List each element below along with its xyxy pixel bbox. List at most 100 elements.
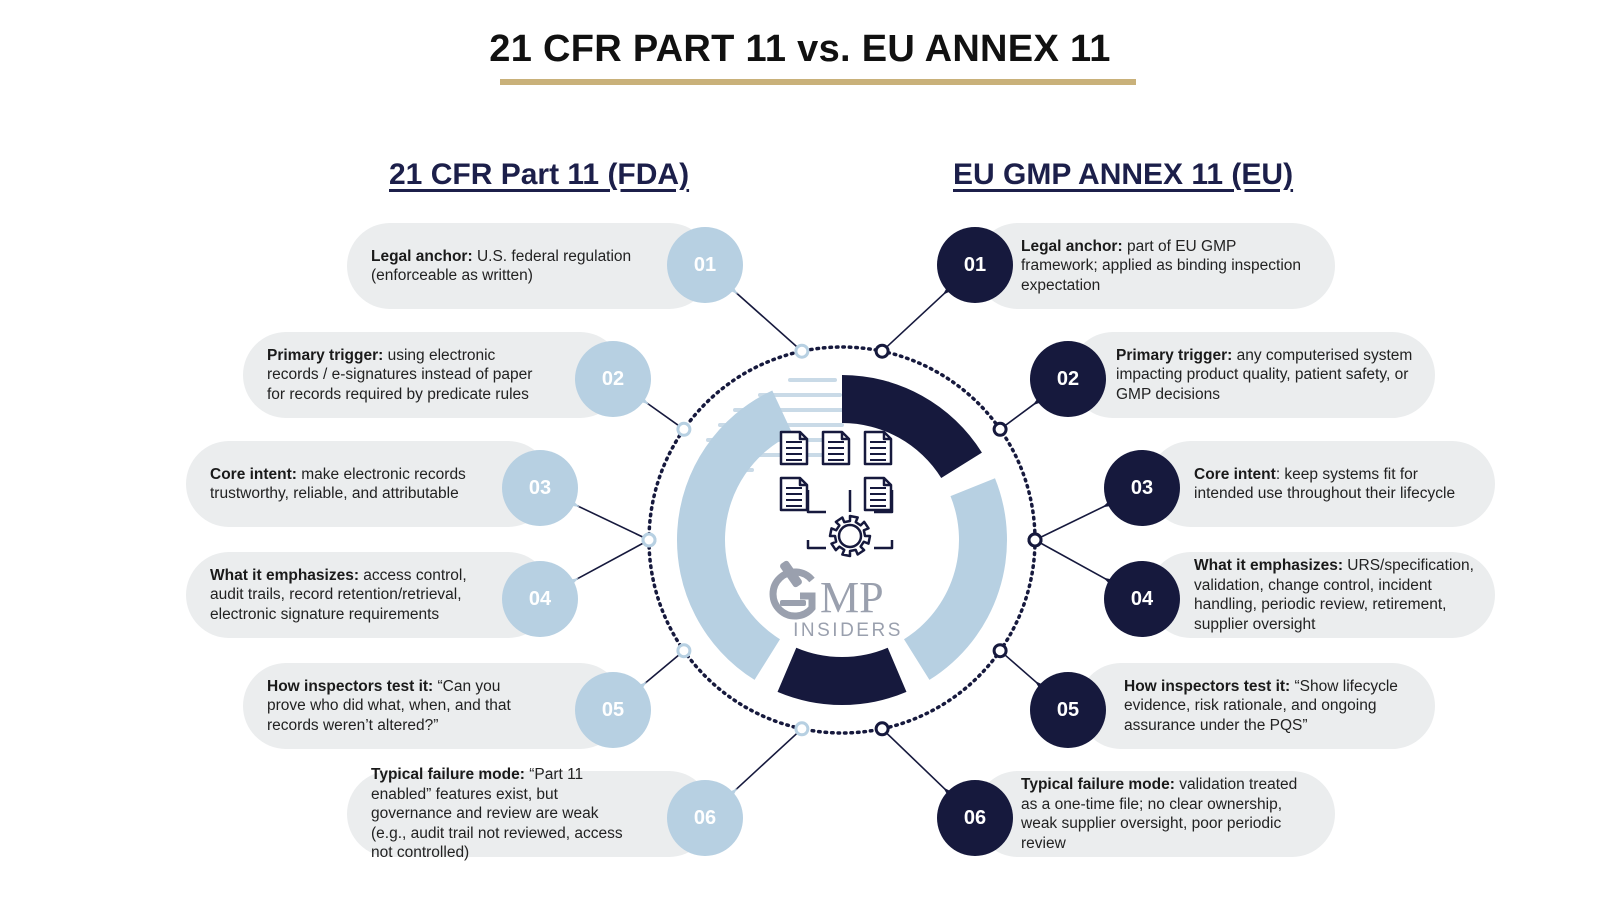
item-description: part of EU GMP framework; applied as bin… (1021, 237, 1302, 294)
left-item-02-text: Primary trigger: using electronic record… (267, 346, 543, 405)
left-item-06-text: Typical failure mode: “Part 11 enabled” … (371, 765, 632, 863)
right-item-05-badge: 05 (1030, 672, 1106, 748)
left-connector-04 (574, 539, 650, 581)
right-item-03-text: Core intent: keep systems fit for intend… (1194, 465, 1477, 504)
ring-nodes (641, 343, 1043, 737)
item-description: using electronic records / e-signatures … (267, 346, 533, 403)
right-item-04-text: What it emphasizes: URS/specification, v… (1194, 556, 1477, 634)
left-item-05-card: How inspectors test it: “Can you prove w… (243, 663, 623, 749)
item-description: : keep systems fit for intended use thro… (1194, 465, 1456, 503)
item-description: access control, audit trails, record ret… (210, 566, 467, 623)
right-connector-03 (1034, 504, 1107, 541)
left-item-03-badge: 03 (502, 450, 578, 526)
item-label: Primary trigger: (267, 346, 384, 364)
right-item-01-text: Legal anchor: part of EU GMP framework; … (1021, 237, 1317, 296)
item-description: validation treated as a one-time file; n… (1021, 776, 1298, 852)
right-connector-06 (881, 728, 947, 791)
left-connector-06 (733, 728, 803, 792)
right-ring-node-05 (992, 643, 1008, 659)
right-item-05-text: How inspectors test it: “Show lifecycle … (1124, 677, 1417, 736)
documents-gear-icon (779, 430, 894, 558)
brand-sub-text: INSIDERS (793, 620, 903, 641)
left-item-03-card: Core intent: make electronic records tru… (186, 441, 551, 527)
item-description: “Can you prove who did what, when, and t… (267, 677, 511, 734)
right-column-heading: EU GMP ANNEX 11 (EU) (953, 158, 1294, 191)
left-connector-05 (643, 650, 685, 685)
right-connector-04 (1034, 539, 1108, 581)
left-column-heading: 21 CFR Part 11 (FDA) (389, 158, 690, 191)
left-connector-03 (575, 504, 650, 541)
left-ring-node-01 (794, 343, 810, 359)
document-icon (779, 476, 809, 512)
item-description: make electronic records trustworthy, rel… (210, 465, 466, 503)
left-ring-node-04 (641, 532, 657, 548)
brand-main-text: MP (820, 573, 884, 622)
right-item-02-text: Primary trigger: any computerised system… (1116, 346, 1417, 405)
right-item-02-badge: 02 (1030, 341, 1106, 417)
left-item-01-badge: 01 (667, 227, 743, 303)
donut-ring (677, 375, 1007, 705)
item-label: Legal anchor: (1021, 237, 1123, 255)
page-title: 21 CFR PART 11 vs. EU ANNEX 11 (489, 28, 1111, 70)
right-ring-node-06 (874, 721, 890, 737)
right-item-05-card: How inspectors test it: “Show lifecycle … (1078, 663, 1435, 749)
left-item-02-badge: 02 (575, 341, 651, 417)
donut-segment-left (677, 390, 793, 680)
item-description: “Show lifecycle evidence, risk rationale… (1124, 677, 1398, 734)
right-item-06-card: Typical failure mode: validation treated… (975, 771, 1335, 857)
brand-g-mark (769, 568, 816, 620)
left-item-06-card: Typical failure mode: “Part 11 enabled” … (347, 766, 712, 861)
left-ring-node-05 (676, 643, 692, 659)
left-item-01-card: Legal anchor: U.S. federal regulation (e… (347, 223, 712, 309)
item-label: How inspectors test it: (1124, 677, 1291, 695)
right-item-04-badge: 04 (1104, 561, 1180, 637)
right-item-04-card: What it emphasizes: URS/specification, v… (1148, 552, 1495, 638)
right-item-01-badge: 01 (937, 227, 1013, 303)
right-item-03-badge: 03 (1104, 450, 1180, 526)
right-connector-05 (999, 650, 1039, 685)
left-item-03-text: Core intent: make electronic records tru… (210, 465, 471, 504)
item-description: any computerised system impacting produc… (1116, 346, 1413, 403)
left-item-01-text: Legal anchor: U.S. federal regulation (e… (371, 247, 632, 286)
document-icon (821, 430, 851, 466)
item-label: Primary trigger: (1116, 346, 1233, 364)
donut-segment-top (842, 375, 982, 478)
document-icon (863, 476, 893, 512)
item-label: Legal anchor: (371, 247, 473, 265)
donut-segment-right (904, 478, 1007, 680)
title-underline (500, 79, 1136, 85)
donut-segment-bottom (777, 647, 907, 705)
item-label: Core intent: (210, 465, 297, 483)
right-item-02-card: Primary trigger: any computerised system… (1070, 332, 1435, 418)
left-item-05-text: How inspectors test it: “Can you prove w… (267, 677, 543, 736)
item-label: What it emphasizes: (210, 566, 359, 584)
right-item-06-text: Typical failure mode: validation treated… (1021, 775, 1317, 853)
right-ring-node-04 (1027, 532, 1043, 548)
left-item-05-badge: 05 (575, 672, 651, 748)
item-label: Core intent (1194, 465, 1276, 483)
right-item-06-badge: 06 (937, 780, 1013, 856)
left-item-04-text: What it emphasizes: access control, audi… (210, 566, 471, 625)
left-item-04-card: What it emphasizes: access control, audi… (186, 552, 551, 638)
left-connector-01 (734, 290, 803, 352)
left-item-04-badge: 04 (502, 561, 578, 637)
right-item-01-card: Legal anchor: part of EU GMP framework; … (975, 223, 1335, 309)
document-icon (779, 430, 809, 466)
left-connector-02 (645, 401, 685, 430)
document-icon (863, 430, 893, 466)
left-item-02-card: Primary trigger: using electronic record… (243, 332, 623, 418)
left-item-06-badge: 06 (667, 780, 743, 856)
item-label: Typical failure mode: (371, 766, 525, 784)
item-label: What it emphasizes: (1194, 557, 1343, 574)
left-ring-node-06 (794, 721, 810, 737)
right-ring-node-02 (992, 421, 1008, 437)
right-connector-01 (881, 291, 947, 352)
item-label: How inspectors test it: (267, 677, 434, 695)
right-item-03-card: Core intent: keep systems fit for intend… (1148, 441, 1495, 527)
right-ring-node-01 (874, 343, 890, 359)
item-description: U.S. federal regulation (enforceable as … (371, 247, 632, 285)
item-label: Typical failure mode: (1021, 776, 1175, 793)
item-description: URS/specification, validation, change co… (1194, 557, 1474, 633)
item-description: “Part 11 enabled” features exist, but go… (371, 766, 623, 862)
left-ring-node-02 (676, 421, 692, 437)
